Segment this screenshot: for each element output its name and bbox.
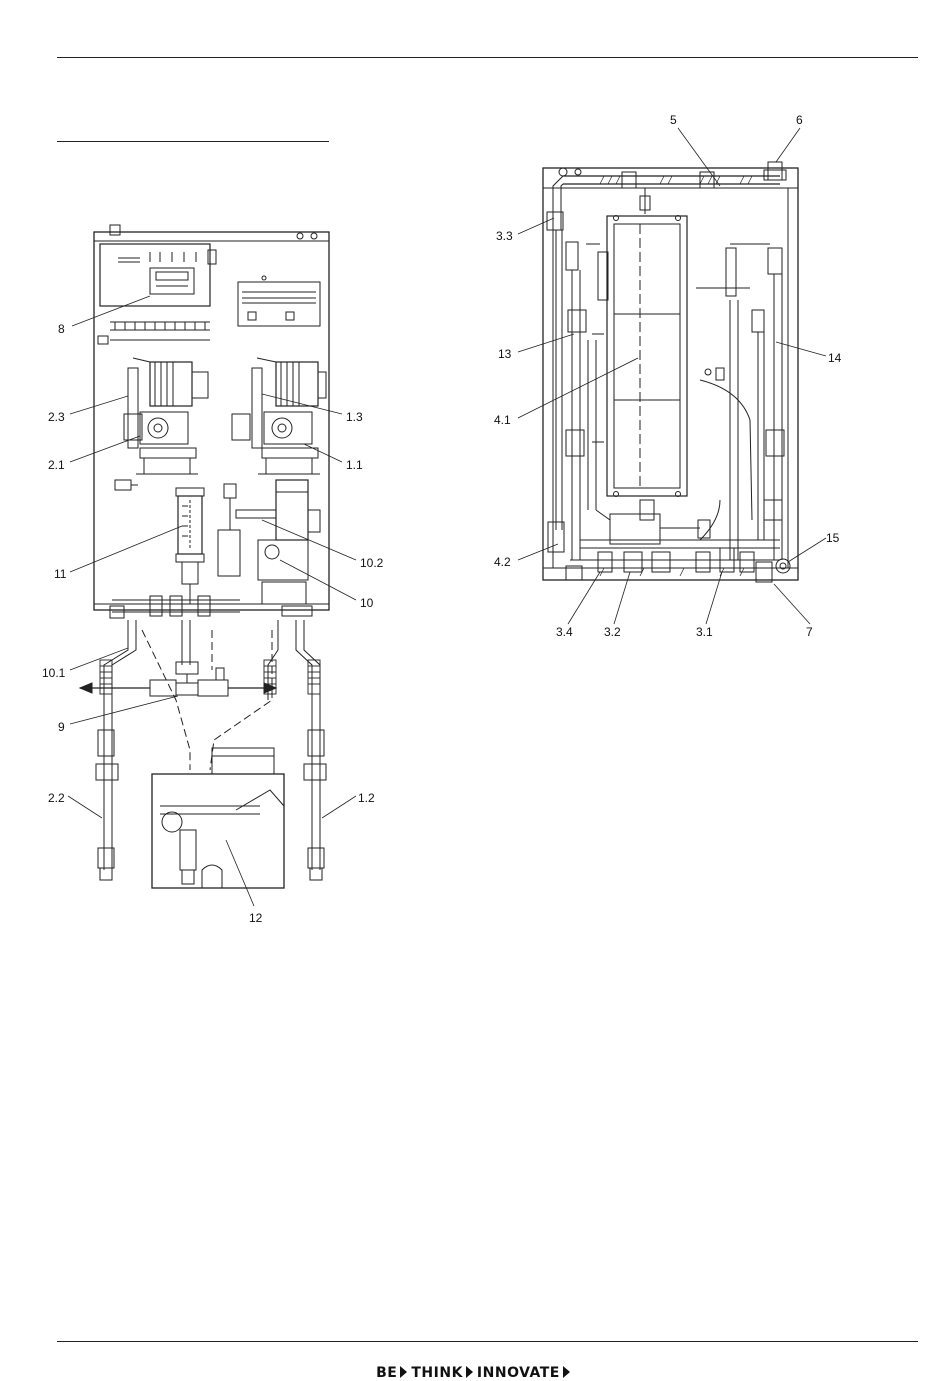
callout-2-1: 2.1 <box>48 458 65 472</box>
callout-15: 15 <box>826 531 840 545</box>
chevron-right-icon <box>563 1366 570 1378</box>
callout-12: 12 <box>249 911 263 925</box>
leader-lines <box>68 128 826 906</box>
callout-3-2: 3.2 <box>604 625 621 639</box>
footer-rule <box>57 1341 918 1342</box>
callout-1-1: 1.1 <box>346 458 363 472</box>
callout-8: 8 <box>58 322 65 336</box>
callout-10-1: 10.1 <box>42 666 66 680</box>
callout-14: 14 <box>828 351 842 365</box>
callout-3-3: 3.3 <box>496 229 513 243</box>
callout-11: 11 <box>54 567 67 581</box>
chevron-right-icon <box>466 1366 473 1378</box>
callout-3-1: 3.1 <box>696 625 713 639</box>
callout-2-3: 2.3 <box>48 410 65 424</box>
callout-13: 13 <box>498 347 512 361</box>
callout-10: 10 <box>360 596 374 610</box>
callout-1-3: 1.3 <box>346 410 363 424</box>
callout-labels: 8 2.3 1.3 2.1 1.1 11 10.2 10 10.1 9 2.2 … <box>42 113 842 925</box>
callout-10-2: 10.2 <box>360 556 384 570</box>
callout-4-1: 4.1 <box>494 413 511 427</box>
callout-4-2: 4.2 <box>494 555 511 569</box>
left-unit-drawing <box>80 225 329 888</box>
callout-3-4: 3.4 <box>556 625 573 639</box>
callout-7: 7 <box>806 625 813 639</box>
chevron-right-icon <box>400 1366 407 1378</box>
callout-2-2: 2.2 <box>48 791 65 805</box>
callout-6: 6 <box>796 113 803 127</box>
right-unit-drawing <box>543 162 798 582</box>
callout-9: 9 <box>58 720 65 734</box>
callout-1-2: 1.2 <box>358 791 375 805</box>
callout-5: 5 <box>670 113 677 127</box>
